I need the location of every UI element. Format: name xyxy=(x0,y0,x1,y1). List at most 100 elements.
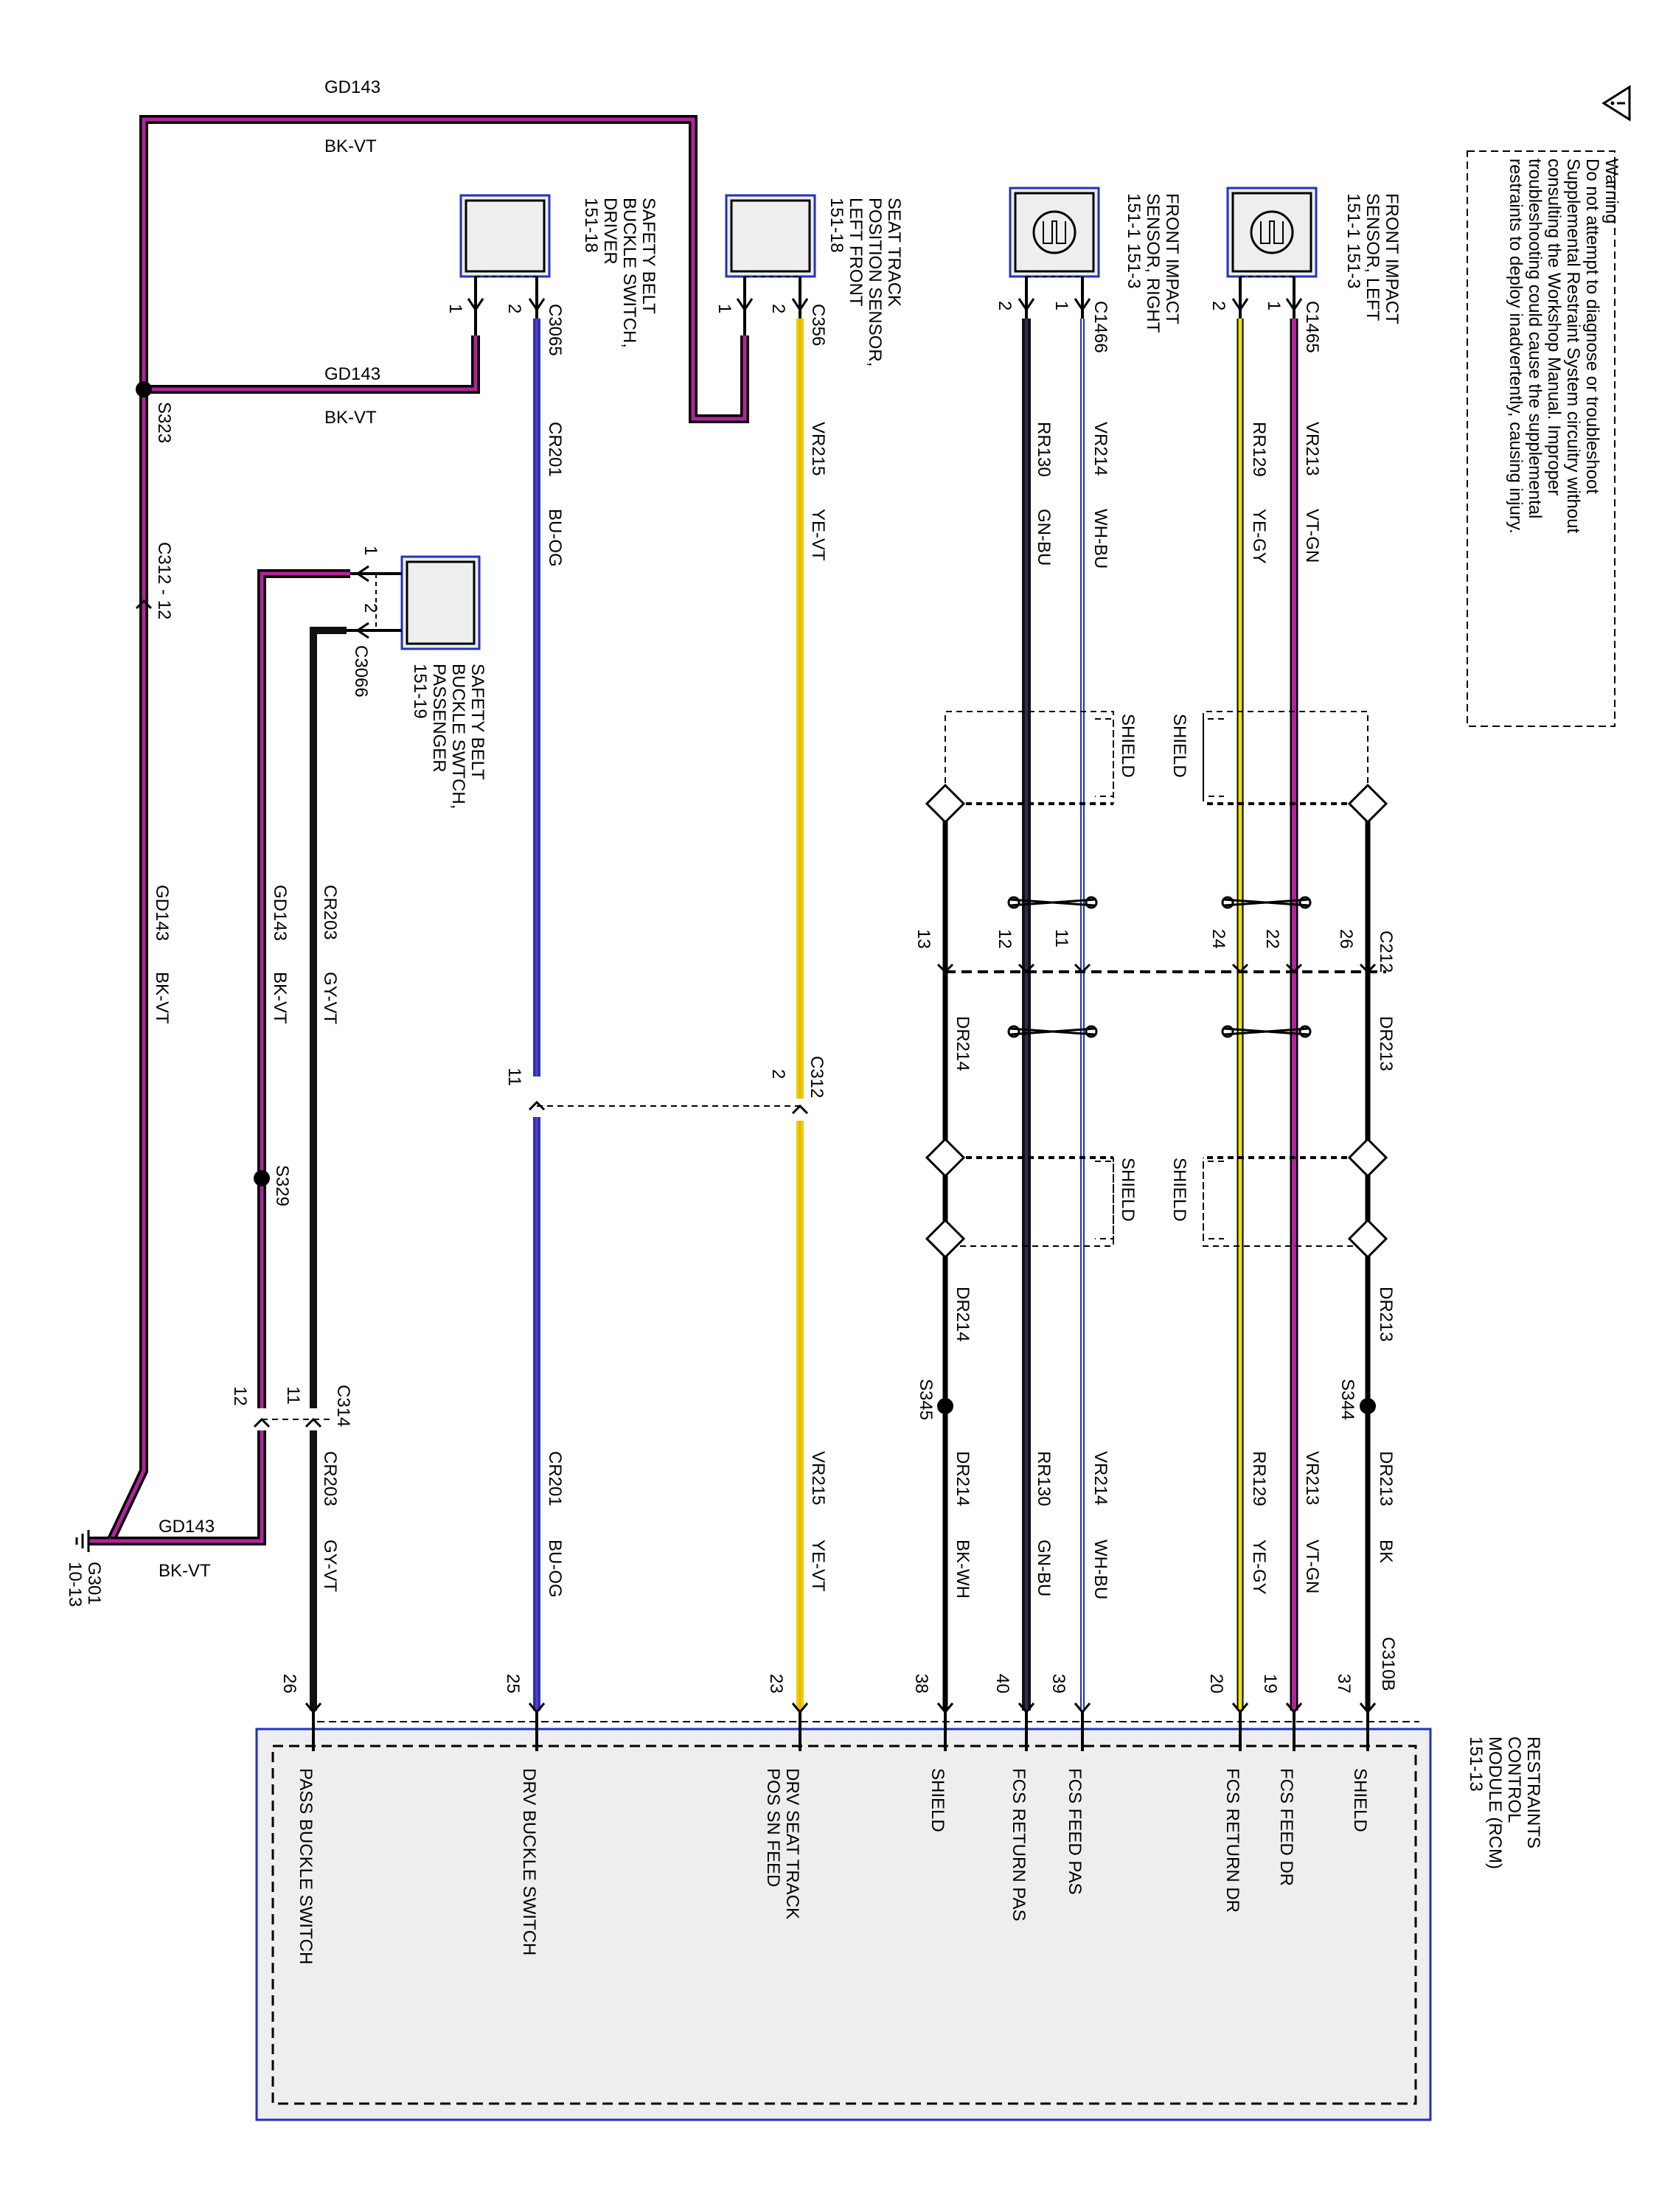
wire-label: BK-WH xyxy=(953,1540,973,1599)
component-label: SENSOR, RIGHT xyxy=(1143,193,1163,333)
rcm-pin-label: DRV BUCKLE SWITCH xyxy=(519,1768,539,1955)
warning-line: Supplemental Restraint System circuitry … xyxy=(1563,159,1583,534)
wire-label: DR214 xyxy=(953,1451,973,1506)
connector-pin-icon xyxy=(135,599,153,610)
rcm-pin-label: SHIELD xyxy=(928,1768,947,1832)
splice-s344 xyxy=(1360,1398,1376,1414)
c212-pin: 24 xyxy=(1208,929,1228,949)
component-label: SENSOR, LEFT xyxy=(1363,193,1382,321)
rcm-pin-number: 20 xyxy=(1206,1674,1226,1694)
shield-segment xyxy=(945,711,1368,1247)
rcm-pin-number: 19 xyxy=(1260,1674,1280,1694)
wire-label: VR213 xyxy=(1302,1451,1322,1505)
wire-label: DR213 xyxy=(1376,1287,1396,1342)
splice-label: S345 xyxy=(916,1379,936,1420)
rcm-pin-number: 37 xyxy=(1334,1674,1354,1694)
wire-label: GN-BU xyxy=(1034,1540,1054,1596)
wire-label: YE-VT xyxy=(808,1540,828,1592)
warning-box xyxy=(1467,150,1615,727)
wire-label: BK-VT xyxy=(324,136,377,156)
warning-line: troubleshooting could cause the suppleme… xyxy=(1525,159,1545,518)
component-connector: C356 xyxy=(808,304,828,346)
component-connector: C1466 xyxy=(1091,301,1110,353)
c314-pin: 11 xyxy=(283,1386,303,1405)
wire-label: GD143 xyxy=(159,1517,215,1537)
wire-label: CR201 xyxy=(545,1451,565,1506)
component-label: 151-19 xyxy=(410,664,430,719)
wire-label: BU-OG xyxy=(545,1540,565,1598)
component-label: SAFETY BELT xyxy=(639,198,658,314)
wire-label: YE-GY xyxy=(1249,509,1269,564)
splice-s329 xyxy=(254,1170,270,1186)
wire-label: GD143 xyxy=(324,77,380,97)
component-pin: 2 xyxy=(768,304,788,313)
component-pin: 1 xyxy=(361,546,380,555)
wire-label: YE-VT xyxy=(808,509,828,561)
rcm-pin-number: 26 xyxy=(279,1674,299,1694)
wire-label: GD143 xyxy=(152,885,172,941)
wire-gd143 xyxy=(88,115,749,1545)
splice-label: S329 xyxy=(272,1165,292,1206)
component-pin: 1 xyxy=(714,304,734,313)
wire-label: GD143 xyxy=(270,885,290,941)
rcm-title: CONTROL xyxy=(1504,1736,1524,1823)
component-label: LEFT FRONT xyxy=(846,198,866,307)
component-pin: 2 xyxy=(504,304,524,313)
component-label: SEAT TRACK xyxy=(884,198,904,307)
rcm-pin-label: SHIELD xyxy=(1350,1768,1370,1832)
c312-12-label: C312 - 12 xyxy=(154,542,174,619)
c312-label: C312 xyxy=(807,1056,827,1098)
rcm-pin-number: 38 xyxy=(911,1674,931,1694)
wire-label: CR201 xyxy=(545,422,565,477)
component-pin: 1 xyxy=(1264,301,1284,310)
wire-label: GY-VT xyxy=(320,1540,340,1592)
component-label: BUCKLE SWITCH, xyxy=(619,198,639,348)
wire-label: CR203 xyxy=(320,1451,340,1506)
wire-label: BK xyxy=(1376,1540,1396,1563)
rcm-pin-label: DRV SEAT TRACK xyxy=(782,1768,802,1919)
wire-label: VT-GN xyxy=(1302,1540,1322,1593)
splice-s345 xyxy=(937,1398,953,1414)
component-label: SAFETY BELT xyxy=(467,664,487,780)
component-label: FRONT IMPACT xyxy=(1162,193,1182,324)
c212-pin: 13 xyxy=(914,929,933,949)
wire-label: WH-BU xyxy=(1091,1540,1110,1599)
wire-cr203 xyxy=(310,627,347,1711)
rcm-pin-label: FCS FEED DR xyxy=(1276,1768,1296,1886)
shield-label: SHIELD xyxy=(1118,714,1138,778)
rcm-title: MODULE (RCM) xyxy=(1485,1736,1505,1869)
component-label: FRONT IMPACT xyxy=(1382,193,1402,324)
ground-ref: 10-13 xyxy=(65,1562,85,1607)
splice-label: S323 xyxy=(154,402,174,443)
rcm-pin-number: 40 xyxy=(992,1674,1012,1694)
wire-label: BK-VT xyxy=(270,972,290,1024)
safety-belt-buckle-switch-passenger xyxy=(347,555,481,650)
component-pin: 2 xyxy=(361,603,380,613)
c312-pin: 11 xyxy=(504,1068,524,1086)
component-label: BUCKLE SWTCH, xyxy=(448,664,468,809)
component-label: 151-1 151-3 xyxy=(1124,193,1144,288)
wire-label: CR203 xyxy=(320,885,340,940)
rcm-pin-label: POS SN FEED xyxy=(763,1768,783,1887)
component-pin: 2 xyxy=(995,301,1015,310)
safety-belt-buckle-switch-driver xyxy=(459,194,551,335)
twisted-pair-icon xyxy=(1007,896,1312,1038)
rcm-connector-label: C310B xyxy=(1378,1637,1398,1691)
warning-title: Warning xyxy=(1601,159,1621,223)
wire-label: DR214 xyxy=(953,1016,973,1071)
component-label: 151-1 151-3 xyxy=(1343,193,1363,288)
wire-label: RR130 xyxy=(1034,1451,1054,1506)
c314-label: C314 xyxy=(333,1385,353,1427)
wire-label: GY-VT xyxy=(320,972,340,1024)
wire-label: BU-OG xyxy=(545,509,565,567)
warning-icon xyxy=(1601,85,1631,122)
component-connector: C1465 xyxy=(1302,301,1322,353)
wire-label: RR129 xyxy=(1249,1451,1269,1506)
warning-line: restraints to deploy inadvertently, caus… xyxy=(1506,159,1526,534)
wire-label: BK-VT xyxy=(324,408,377,428)
ground-icon xyxy=(75,1530,90,1552)
component-connector: C3066 xyxy=(351,645,371,698)
splice-s323 xyxy=(136,381,152,397)
rcm-pin-number: 25 xyxy=(503,1674,523,1694)
